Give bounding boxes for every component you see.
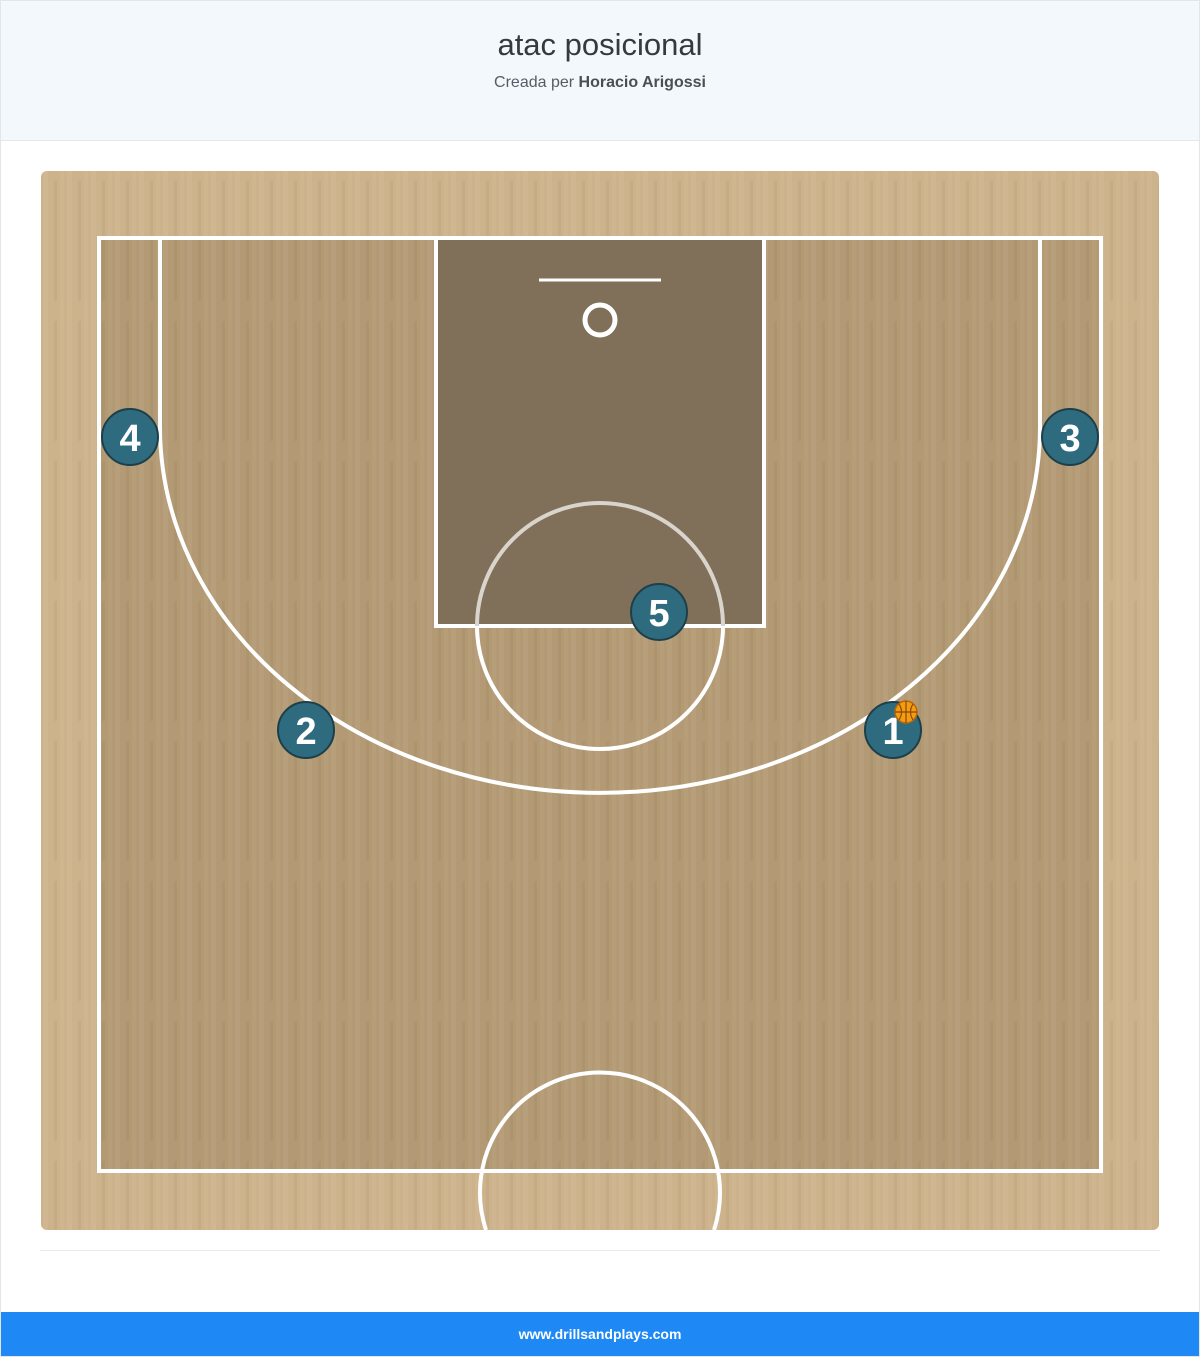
- court-boundary: [97, 236, 1103, 1173]
- center-circle: [478, 1070, 722, 1230]
- player-5-label: 5: [648, 593, 669, 635]
- player-2[interactable]: 2: [277, 701, 335, 759]
- player-1-label: 1: [882, 711, 903, 753]
- court-svg: 4 3 5 2 1: [41, 171, 1159, 1230]
- author-prefix: Creada per: [494, 74, 575, 91]
- free-throw-circle-upper: [475, 501, 725, 627]
- court-diagram: 4 3 5 2 1: [41, 171, 1159, 1230]
- footer-site-link[interactable]: www.drillsandplays.com: [518, 1326, 682, 1342]
- play-author-line: Creada per Horacio Arigossi: [1, 73, 1199, 93]
- content-divider: [40, 1250, 1160, 1251]
- player-2-label: 2: [295, 711, 316, 753]
- play-header: atac posicional Creada per Horacio Arigo…: [1, 1, 1199, 141]
- player-4-label: 4: [119, 418, 140, 460]
- three-point-line: [158, 238, 1042, 795]
- player-3-label: 3: [1059, 418, 1080, 460]
- basketball-icon: [894, 700, 918, 724]
- play-title: atac posicional: [497, 27, 703, 62]
- paint-area: [434, 236, 766, 628]
- footer-bar: www.drillsandplays.com: [1, 1312, 1199, 1356]
- player-5[interactable]: 5: [630, 583, 688, 641]
- free-throw-circle-lower: [475, 625, 725, 751]
- rim: [582, 302, 618, 338]
- player-1[interactable]: 1: [864, 700, 922, 759]
- author-name: Horacio Arigossi: [578, 74, 706, 91]
- player-4[interactable]: 4: [101, 408, 159, 466]
- player-3[interactable]: 3: [1041, 408, 1099, 466]
